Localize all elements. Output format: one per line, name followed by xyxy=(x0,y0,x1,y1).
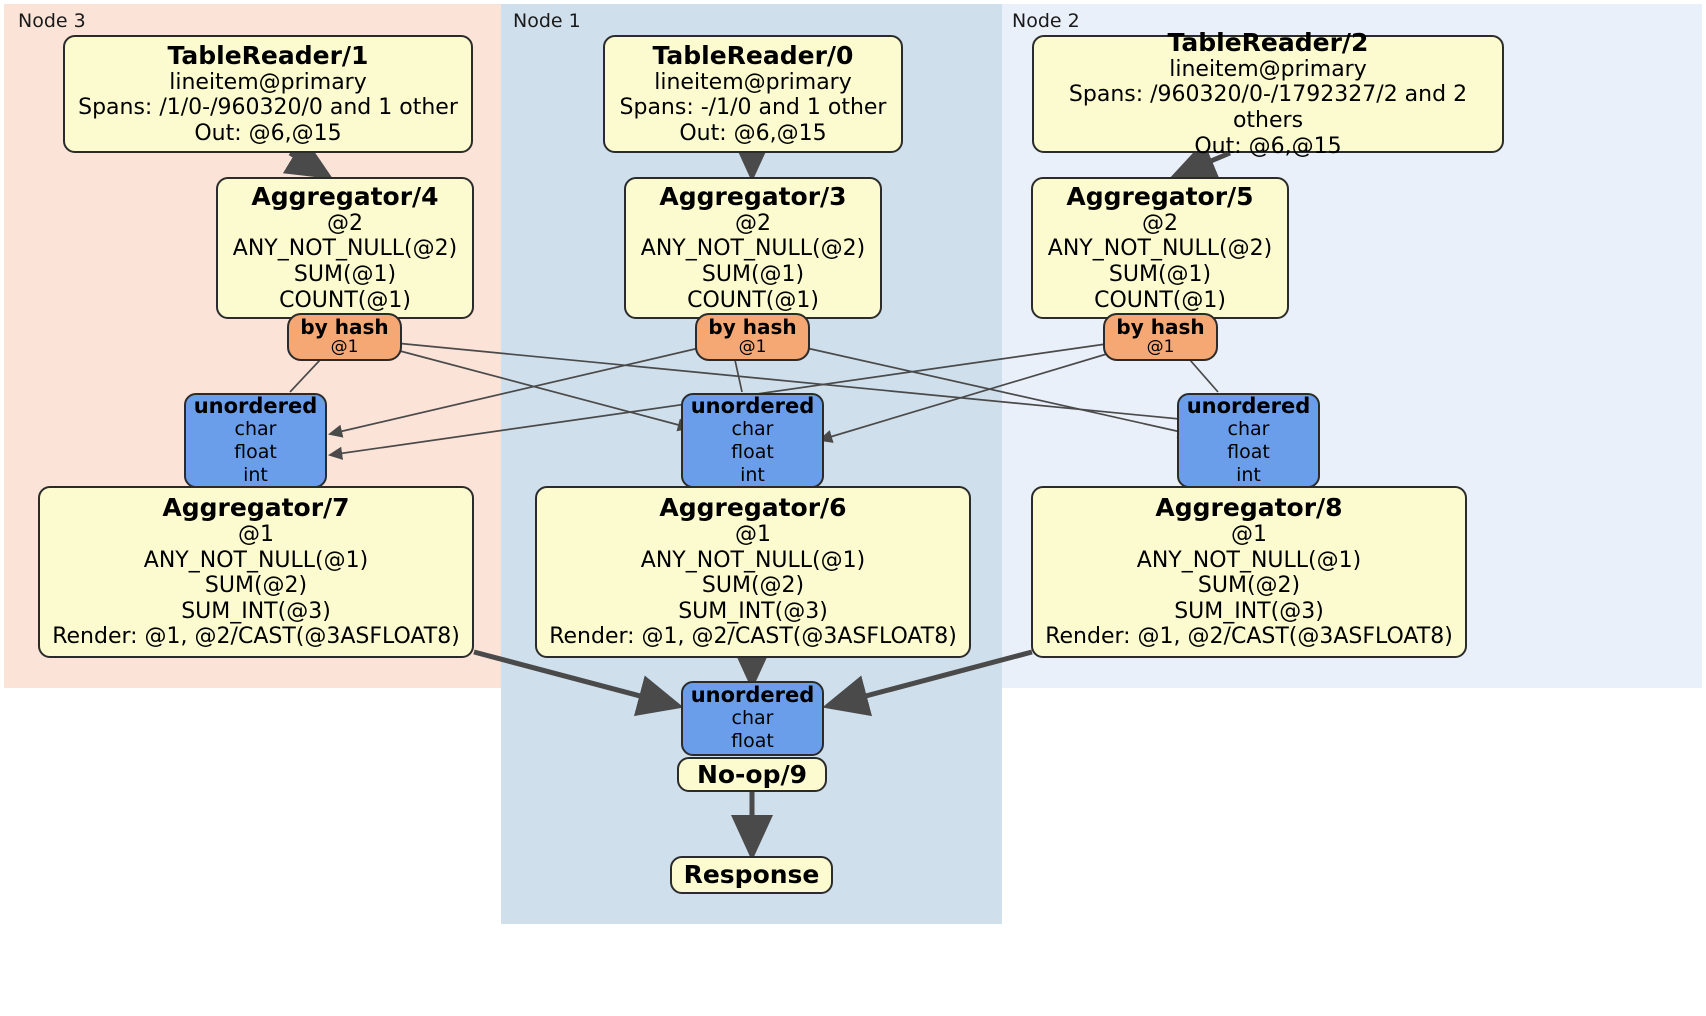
node-line: SUM_INT(@3) xyxy=(181,598,331,624)
node-line: ANY_NOT_NULL(@2) xyxy=(1047,236,1273,262)
node-line: SUM(@2) xyxy=(204,573,308,599)
node-aggregator-7[interactable]: Aggregator/7 @1 ANY_NOT_NULL(@1) SUM(@2)… xyxy=(38,486,474,658)
cluster-label-node3: Node 3 xyxy=(18,10,86,32)
node-line: SUM_INT(@3) xyxy=(678,598,828,624)
node-line: float xyxy=(731,440,774,463)
node-title: by hash xyxy=(300,315,389,340)
node-router-by-hash-4[interactable]: by hash @1 xyxy=(287,313,402,361)
node-router-by-hash-5[interactable]: by hash @1 xyxy=(1103,313,1218,361)
node-line: float xyxy=(1227,440,1270,463)
node-line: COUNT(@1) xyxy=(687,287,819,313)
node-line: COUNT(@1) xyxy=(1094,287,1226,313)
node-table-reader-2[interactable]: TableReader/2 lineitem@primary Spans: /9… xyxy=(1032,28,1504,159)
node-title: by hash xyxy=(1116,315,1205,340)
node-line: SUM(@1) xyxy=(701,262,805,287)
node-response[interactable]: Response xyxy=(670,856,833,894)
node-title: TableReader/0 xyxy=(652,40,854,70)
node-title: Aggregator/7 xyxy=(162,493,350,523)
node-line: Spans: /1/0-/960320/0 and 1 other xyxy=(78,95,458,121)
node-stream-unordered-7[interactable]: unordered char float int xyxy=(184,393,327,488)
node-line: Spans: /960320/0-/1792327/2 and 2 others xyxy=(1068,82,1468,133)
node-aggregator-3[interactable]: Aggregator/3 @2 ANY_NOT_NULL(@2) SUM(@1)… xyxy=(624,177,882,319)
node-line: int xyxy=(243,463,268,486)
node-line: Render: @1, @2/CAST(@3ASFLOAT8) xyxy=(52,624,460,650)
node-line: char xyxy=(234,418,277,441)
node-title: unordered xyxy=(690,393,815,418)
node-line: @1 xyxy=(738,337,767,358)
node-line: ANY_NOT_NULL(@2) xyxy=(232,236,458,262)
node-stream-unordered-final[interactable]: unordered char float xyxy=(681,681,824,756)
node-line: Spans: -/1/0 and 1 other xyxy=(619,95,887,121)
node-title: Aggregator/4 xyxy=(251,181,439,211)
node-aggregator-5[interactable]: Aggregator/5 @2 ANY_NOT_NULL(@2) SUM(@1)… xyxy=(1031,177,1289,319)
node-line: @2 xyxy=(1142,210,1178,236)
node-line: char xyxy=(731,707,774,730)
node-line: SUM_INT(@3) xyxy=(1174,598,1324,624)
node-line: char xyxy=(1227,418,1270,441)
node-line: ANY_NOT_NULL(@1) xyxy=(1136,547,1362,573)
node-aggregator-4[interactable]: Aggregator/4 @2 ANY_NOT_NULL(@2) SUM(@1)… xyxy=(216,177,474,319)
node-line: @2 xyxy=(327,210,363,236)
node-line: char xyxy=(731,418,774,441)
node-line: ANY_NOT_NULL(@2) xyxy=(640,236,866,262)
node-title: Aggregator/8 xyxy=(1155,493,1343,523)
node-title: by hash xyxy=(708,315,797,340)
node-line: @1 xyxy=(238,522,274,548)
node-title: unordered xyxy=(1186,393,1311,418)
node-stream-unordered-8[interactable]: unordered char float int xyxy=(1177,393,1320,488)
node-line: SUM(@1) xyxy=(1108,262,1212,287)
node-line: SUM(@1) xyxy=(293,262,397,287)
node-aggregator-8[interactable]: Aggregator/8 @1 ANY_NOT_NULL(@1) SUM(@2)… xyxy=(1031,486,1467,658)
node-line: int xyxy=(740,463,765,486)
node-line: lineitem@primary xyxy=(1169,56,1367,82)
node-line: ANY_NOT_NULL(@1) xyxy=(640,547,866,573)
node-line: lineitem@primary xyxy=(169,69,367,95)
node-table-reader-1[interactable]: TableReader/1 lineitem@primary Spans: /1… xyxy=(63,35,473,153)
node-aggregator-6[interactable]: Aggregator/6 @1 ANY_NOT_NULL(@1) SUM(@2)… xyxy=(535,486,971,658)
node-line: COUNT(@1) xyxy=(279,287,411,313)
cluster-label-node1: Node 1 xyxy=(513,10,581,32)
node-title: Response xyxy=(683,860,820,889)
node-line: SUM(@2) xyxy=(701,573,805,599)
node-title: No-op/9 xyxy=(696,759,808,789)
node-line: Render: @1, @2/CAST(@3ASFLOAT8) xyxy=(1045,624,1453,650)
cluster-label-node2: Node 2 xyxy=(1012,10,1080,32)
node-line: SUM(@2) xyxy=(1197,573,1301,599)
node-line: lineitem@primary xyxy=(654,69,852,95)
node-title: unordered xyxy=(193,393,318,418)
node-line: Out: @6,@15 xyxy=(679,120,827,146)
node-title: Aggregator/3 xyxy=(659,181,847,211)
node-line: @1 xyxy=(330,337,359,358)
node-router-by-hash-3[interactable]: by hash @1 xyxy=(695,313,810,361)
node-line: float xyxy=(731,730,774,753)
node-title: TableReader/2 xyxy=(1167,27,1369,57)
node-line: Render: @1, @2/CAST(@3ASFLOAT8) xyxy=(549,624,957,650)
node-line: @2 xyxy=(735,210,771,236)
node-line: ANY_NOT_NULL(@1) xyxy=(143,547,369,573)
node-title: TableReader/1 xyxy=(167,40,369,70)
node-line: @1 xyxy=(1231,522,1267,548)
node-title: Aggregator/5 xyxy=(1066,181,1254,211)
node-line: int xyxy=(1236,463,1261,486)
node-title: Aggregator/6 xyxy=(659,493,847,523)
node-table-reader-0[interactable]: TableReader/0 lineitem@primary Spans: -/… xyxy=(603,35,903,153)
node-line: @1 xyxy=(735,522,771,548)
node-title: unordered xyxy=(690,682,815,707)
node-line: Out: @6,@15 xyxy=(194,120,342,146)
node-line: float xyxy=(234,440,277,463)
node-line: @1 xyxy=(1146,337,1175,358)
node-line: Out: @6,@15 xyxy=(1194,133,1342,159)
node-stream-unordered-6[interactable]: unordered char float int xyxy=(681,393,824,488)
node-noop-9[interactable]: No-op/9 xyxy=(677,757,827,792)
